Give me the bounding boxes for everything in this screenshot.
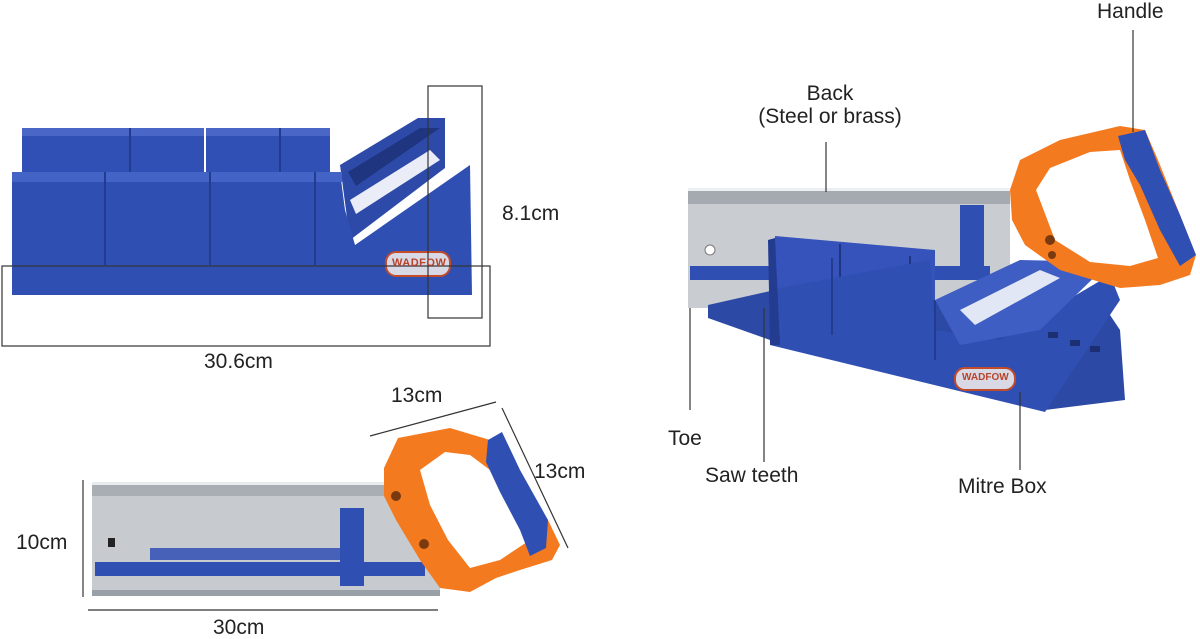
saw-in-mitre-box: [688, 30, 1196, 470]
saw-blade-length-label: 30cm: [213, 616, 265, 639]
callout-handle: Handle: [1097, 0, 1164, 23]
callout-back-subtitle: (Steel or brass): [758, 105, 902, 128]
callout-mitre-box: Mitre Box: [958, 475, 1047, 498]
back-saw-side-view: [82, 401, 569, 611]
saw-handle-width-label: 13cm: [391, 384, 443, 407]
callout-toe: Toe: [668, 427, 702, 450]
saw-blade-height-label: 10cm: [16, 531, 68, 554]
brand-logo-mitre-box: WADFOW: [392, 257, 447, 269]
mitre-box-front-view: [1, 85, 491, 347]
callout-back-title: Back: [806, 82, 854, 105]
brand-logo-saw-box: WADFOW: [962, 372, 1009, 383]
callout-saw-teeth: Saw teeth: [705, 464, 799, 487]
saw-handle-height-label: 13cm: [534, 460, 586, 483]
mitre-box-length-label: 30.6cm: [204, 350, 273, 373]
mitre-box-height-label: 8.1cm: [502, 202, 560, 225]
